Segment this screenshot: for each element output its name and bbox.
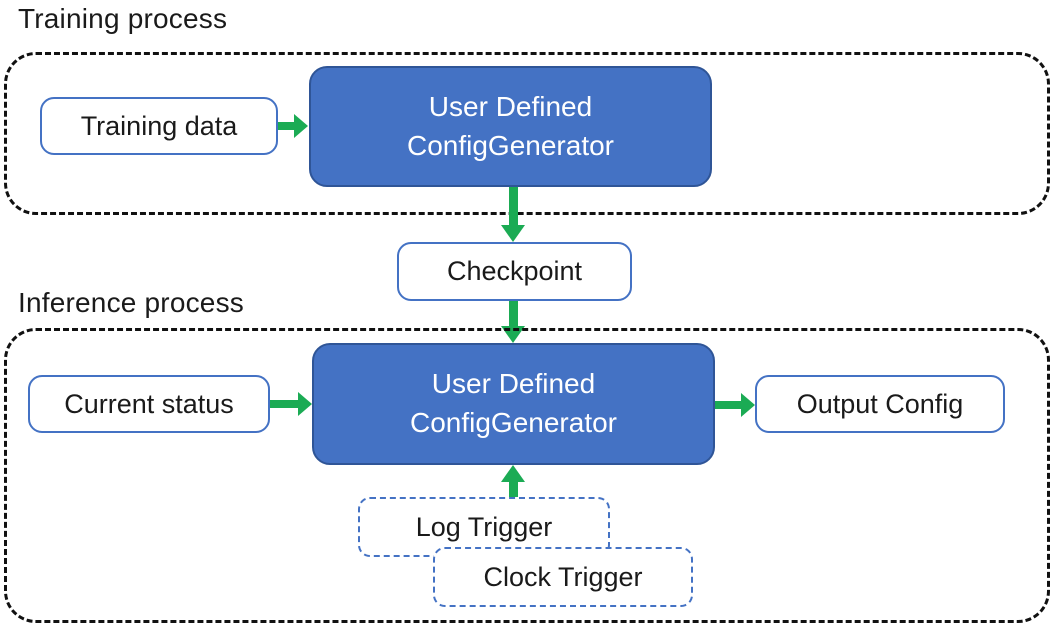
arrow-head [298,392,312,416]
arrow-current-status-to-generator [270,392,312,416]
config-generator-label-line1: User Defined [428,90,593,122]
output-config-label: Output Config [796,388,964,419]
checkpoint-label: Checkpoint [446,256,583,286]
arrow-shaft [508,301,518,327]
config-generator-label-line2: ConfigGenerator [409,407,617,438]
arrow-shaft [270,400,299,408]
inference-process-title: Inference process [18,287,244,318]
arrow-training-data-to-generator [278,114,308,138]
config-generator-inference-node: User Defined ConfigGenerator [312,343,715,465]
checkpoint-node: Checkpoint [397,242,632,301]
arrow-shaft [508,187,518,226]
inference-process-container [4,328,1050,623]
arrow-generator-to-output-config [715,393,755,417]
arrow-head [294,114,308,138]
arrow-shaft [278,122,295,130]
config-generator-label-line2: ConfigGenerator [406,129,614,161]
arrow-shaft [715,401,742,409]
training-process-container [4,52,1050,215]
arrow-shaft [508,481,518,497]
training-process-title: Training process [18,3,228,34]
arrow-head [501,225,525,242]
training-data-label: Training data [80,110,238,141]
clock-trigger-label: Clock Trigger [483,561,643,592]
training-data-node: Training data [40,97,278,155]
config-generator-label-line1: User Defined [431,368,596,400]
current-status-label: Current status [64,388,234,419]
output-config-node: Output Config [755,375,1005,433]
current-status-node: Current status [28,375,270,433]
arrow-head [501,465,525,482]
arrow-head [741,393,755,417]
arrow-triggers-to-generator [501,465,525,497]
clock-trigger-node: Clock Trigger [433,547,693,607]
log-trigger-label: Log Trigger [415,511,553,542]
config-generator-training-node: User Defined ConfigGenerator [309,66,712,187]
arrow-generator-to-checkpoint [501,187,525,242]
